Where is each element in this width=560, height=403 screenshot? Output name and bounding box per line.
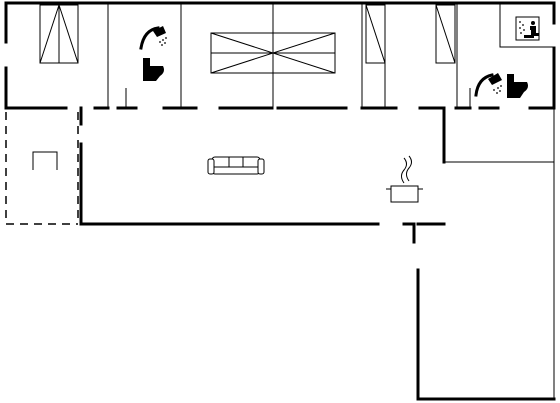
interior-walls — [107, 3, 554, 108]
exterior-walls — [4, 1, 556, 401]
stove-pot-icon — [386, 155, 423, 203]
bed-icon — [210, 32, 336, 74]
covered-terrace — [5, 112, 79, 225]
wardrobe-icon — [39, 4, 79, 64]
bench-icon — [32, 151, 58, 170]
wardrobe-icon — [365, 4, 386, 64]
sofa-icon — [207, 156, 265, 175]
wardrobe-icon — [435, 4, 456, 64]
shower-icon — [139, 26, 167, 50]
sauna-icon — [515, 16, 540, 41]
terrace-deck-outline — [444, 108, 555, 399]
shower-icon — [474, 73, 502, 97]
toilet-icon — [507, 74, 528, 98]
toilet-icon — [143, 58, 164, 81]
